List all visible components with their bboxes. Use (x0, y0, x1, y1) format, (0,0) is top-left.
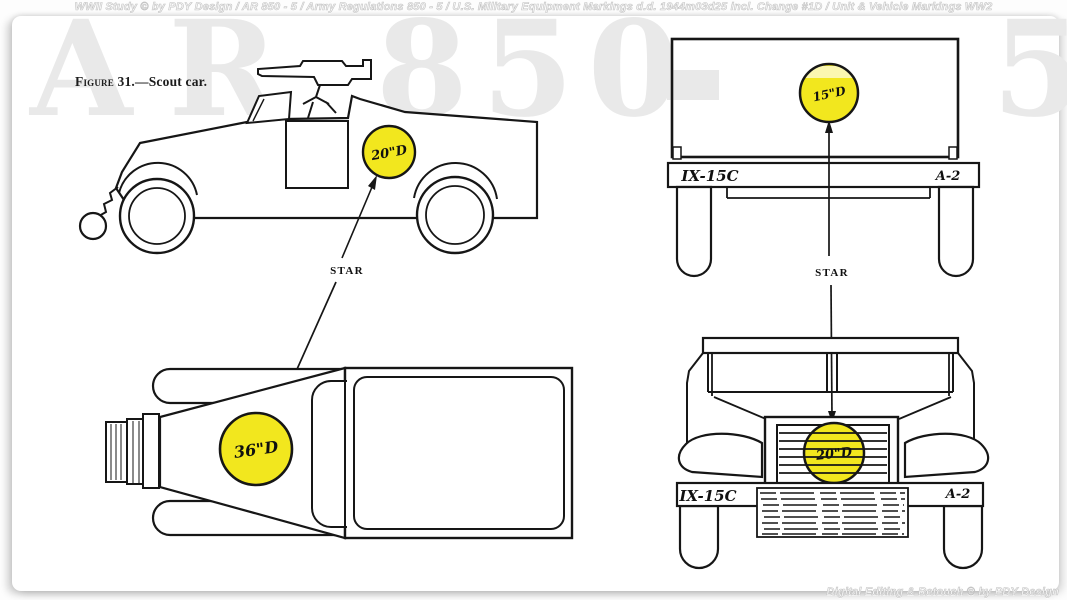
cargo-body-outline (343, 366, 574, 540)
grille-slats (779, 432, 887, 474)
radiator-mid (126, 418, 144, 485)
trailer-rear-view-drawing: 15"D IX-15C A-2 STAR (666, 37, 981, 279)
rear-fender-arc (413, 161, 498, 200)
figure-caption-label: Figure 31. (75, 74, 136, 89)
left-fender-icon (677, 432, 764, 479)
windshield-icon (245, 90, 293, 125)
cargo-box-outline (670, 37, 960, 159)
bumper-bar (666, 161, 981, 189)
star-callout-label: STAR (330, 265, 364, 277)
arrowhead-icon (825, 120, 833, 133)
watermark-ar-850-5: AR 850 — 5 (12, 4, 1067, 156)
front-wheel-icon (118, 177, 196, 255)
diameter-label-rear: 15"D (811, 84, 847, 105)
cowl-bracket (311, 380, 347, 528)
star-callout-label: STAR (815, 267, 849, 279)
radiator-bracket (142, 413, 160, 489)
corner-tab-right (948, 146, 958, 160)
rear-wheel-icon (415, 175, 495, 255)
gun-mount-icon (302, 84, 337, 119)
plate-hatching (760, 492, 905, 535)
right-wheel-icon (942, 504, 984, 570)
bumper-marking-right: A-2 (934, 169, 961, 184)
front-fender-arc (118, 161, 198, 196)
body-side-right (957, 352, 975, 444)
front-wheel-inner (128, 187, 186, 245)
figure-caption-title: —Scout car. (135, 74, 208, 89)
body-side-left (686, 352, 704, 444)
bumper-marking-left: IX-15C (678, 487, 736, 505)
door-panel (285, 120, 349, 189)
scout-car-side-view-drawing: 20"D STAR (78, 59, 539, 277)
star-marking-circle-front (804, 423, 864, 483)
star-marking-outline (798, 62, 860, 124)
figure-caption: Figure 31.—Scout car. (75, 74, 207, 90)
scout-car-top-view-drawing: 36"D (105, 281, 574, 540)
arrowhead-icon (368, 175, 377, 190)
watermark-word-ar: AR (30, 0, 315, 147)
hood-lines (711, 353, 952, 420)
left-wheel-icon (678, 504, 720, 570)
roller-bracket (98, 186, 119, 217)
leader-line (341, 179, 376, 259)
star-marking-circle-top (218, 411, 294, 487)
bumper-marking-right: A-2 (944, 487, 971, 502)
star-marking-circle-side (361, 124, 417, 180)
watermark-credit-bottom: Digital Editing & Retouch © by PDY Desig… (826, 586, 1059, 599)
machine-gun-icon (257, 59, 372, 86)
windshield-inner-line (252, 98, 265, 122)
watermark-dash: — (667, 70, 719, 100)
cargo-inner-rect (353, 376, 565, 530)
left-leg-icon (675, 185, 713, 278)
diameter-label-front: 20"D (814, 445, 853, 464)
radiator-fins (110, 421, 140, 483)
corner-tab-left (672, 146, 682, 160)
star-marking-circle-rear (800, 64, 858, 122)
document-page: AR 850 — 5 Figure 31.—Scout car. (12, 4, 1067, 591)
windshield-top-bar (701, 336, 960, 355)
right-leg-icon (937, 185, 975, 278)
diameter-label-side: 20"D (369, 143, 409, 164)
watermark-word-5: 5 (992, 0, 1067, 147)
scout-car-front-view-drawing: 20"D IX-15C A-2 (675, 284, 990, 570)
windshield-frame (707, 353, 954, 393)
right-fender-icon (903, 432, 990, 479)
watermark-credit-top: WWII Study © by PDY Design / AR 850 - 5 … (74, 1, 993, 14)
bumper-marking-left: IX-15C (680, 167, 738, 185)
front-roller-icon (78, 211, 108, 241)
rear-wheel-inner (425, 185, 485, 245)
